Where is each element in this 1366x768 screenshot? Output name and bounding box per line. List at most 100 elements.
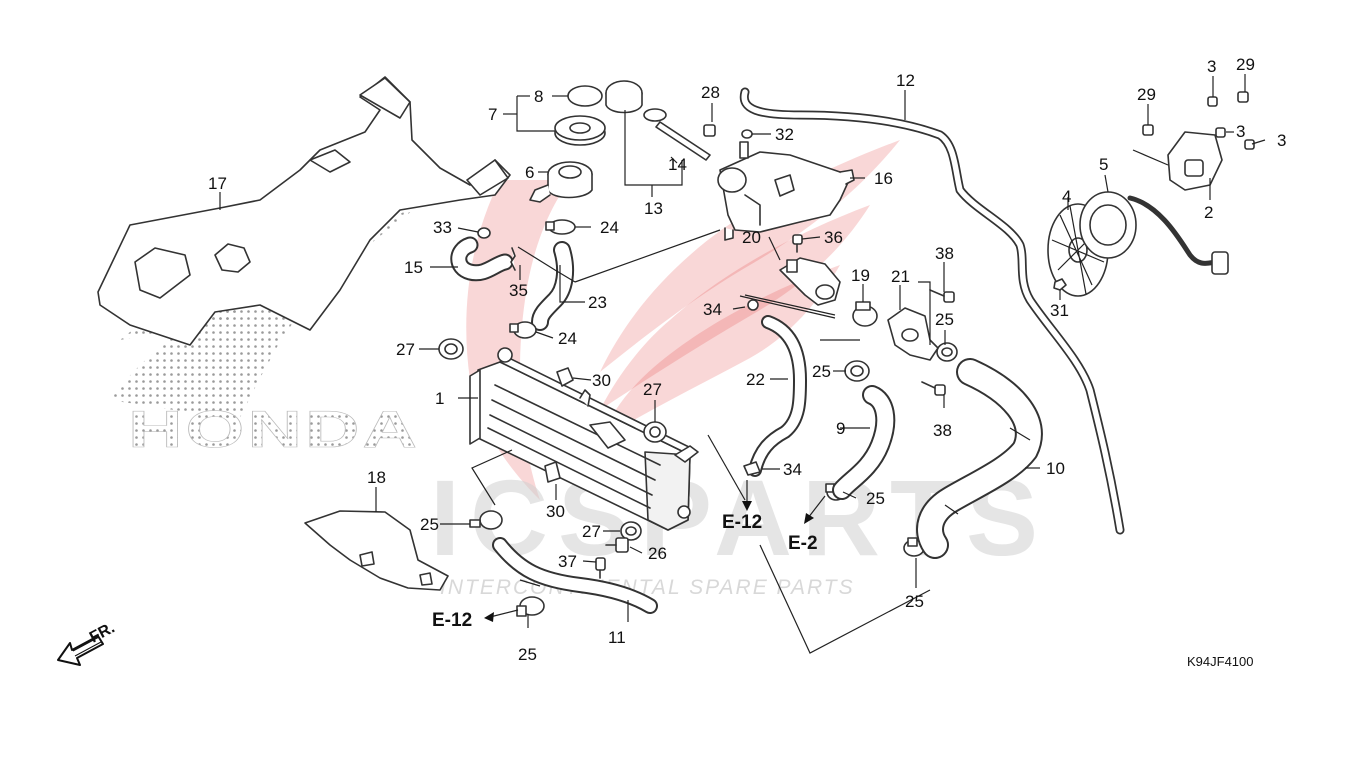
callout-2: 2 [1204,203,1213,222]
thermostat-cover-20 [779,257,841,306]
ref-e12-center: E-12 [722,512,762,533]
clip-32 [741,129,753,139]
callout-15: 15 [404,258,423,277]
callout-18: 18 [367,468,386,487]
reference-labels: E-12 E-12 E-2 [432,512,818,631]
bolt-3c [1244,139,1255,150]
leader-lines [219,74,1266,654]
callout-30a: 30 [592,371,611,390]
callout-labels: 1 2 3 3 3 4 5 6 7 8 9 10 11 12 13 14 15 … [208,55,1286,664]
callout-32: 32 [775,125,794,144]
bolt-29b [1142,124,1154,136]
callout-9: 9 [836,419,845,438]
reference-arrows [484,480,826,622]
grommet-27a [438,338,464,360]
thermostat-housing-21 [887,307,939,361]
callout-5: 5 [1099,155,1108,174]
bolt-36 [792,234,803,253]
callout-29b: 29 [1137,85,1156,104]
bolt-38a [929,289,955,303]
callout-25d: 25 [420,515,439,534]
hose-9 [832,385,896,500]
washer-14 [643,108,711,161]
callout-24b: 24 [558,329,577,348]
hose-clamp-24b [509,321,537,339]
radiator-cap-7 [554,115,606,146]
callout-1: 1 [435,389,444,408]
callout-34a: 34 [703,300,722,319]
callout-36: 36 [824,228,843,247]
diagram-code: K94JF4100 [1187,654,1254,669]
grommet-27c [620,521,642,541]
hose-clamp-25c [844,360,870,382]
ref-e12-left: E-12 [432,610,472,631]
clip-34b [743,461,761,476]
callout-35: 35 [509,281,528,300]
callout-7: 7 [488,105,497,124]
callout-6: 6 [525,163,534,182]
bolt-3a [1207,96,1218,107]
clip-30b [544,461,561,483]
callout-27a: 27 [396,340,415,359]
callout-34b: 34 [783,460,802,479]
callout-21: 21 [891,267,910,286]
reservoir-tank-16 [717,141,855,241]
callout-3c: 3 [1277,131,1286,150]
hose-clamp-25b [516,596,545,617]
callout-25e: 25 [518,645,537,664]
bolt-3b [1215,127,1226,138]
hose-clamp-24a [545,219,576,235]
hose-22 [748,315,807,477]
bolt-26 [605,537,629,553]
callout-27c: 27 [582,522,601,541]
nut-31 [1053,278,1067,291]
callout-29a: 29 [1236,55,1255,74]
filler-neck-6 [529,161,593,203]
bolt-37 [595,557,606,579]
callout-22: 22 [746,370,765,389]
callout-23: 23 [588,293,607,312]
callout-19: 19 [851,266,870,285]
callout-28: 28 [701,83,720,102]
callout-25f: 25 [905,592,924,611]
callout-31: 31 [1050,301,1069,320]
clip-33 [477,227,491,239]
lower-cover-18 [304,510,449,591]
tube-12 [739,87,1125,535]
callout-13: 13 [644,199,663,218]
parts-drawings [97,76,1255,617]
callout-30b: 30 [546,502,565,521]
callout-38b: 38 [933,421,952,440]
callout-16: 16 [874,169,893,188]
bracket-2 [1167,131,1223,191]
thermostat-19 [852,301,878,327]
callout-17: 17 [208,174,227,193]
bolt-28 [703,124,716,137]
callout-20: 20 [742,228,761,247]
callout-26: 26 [648,544,667,563]
callout-14: 14 [668,155,687,174]
honda-logo-text: HONDA [128,401,420,459]
clip-35 [510,247,516,271]
callout-33: 33 [433,218,452,237]
hose-11 [492,537,658,614]
bolt-29a [1237,91,1249,103]
callout-25c: 25 [935,310,954,329]
hose-23 [531,241,575,331]
callout-27b: 27 [643,380,662,399]
cover-plate-17 [97,76,511,346]
fan-motor-5 [1079,191,1229,275]
callout-8: 8 [534,87,543,106]
callout-3b: 3 [1236,122,1245,141]
callout-10: 10 [1046,459,1065,478]
clip-34a [747,299,759,311]
ref-e2: E-2 [788,533,818,554]
callout-25b: 25 [866,489,885,508]
grommet-27b [643,421,667,443]
callout-24a: 24 [600,218,619,237]
clip-30a [556,367,574,387]
hose-clamp-25a [469,510,503,530]
hose-clamp-25e [936,342,958,362]
callout-11: 11 [608,628,626,647]
